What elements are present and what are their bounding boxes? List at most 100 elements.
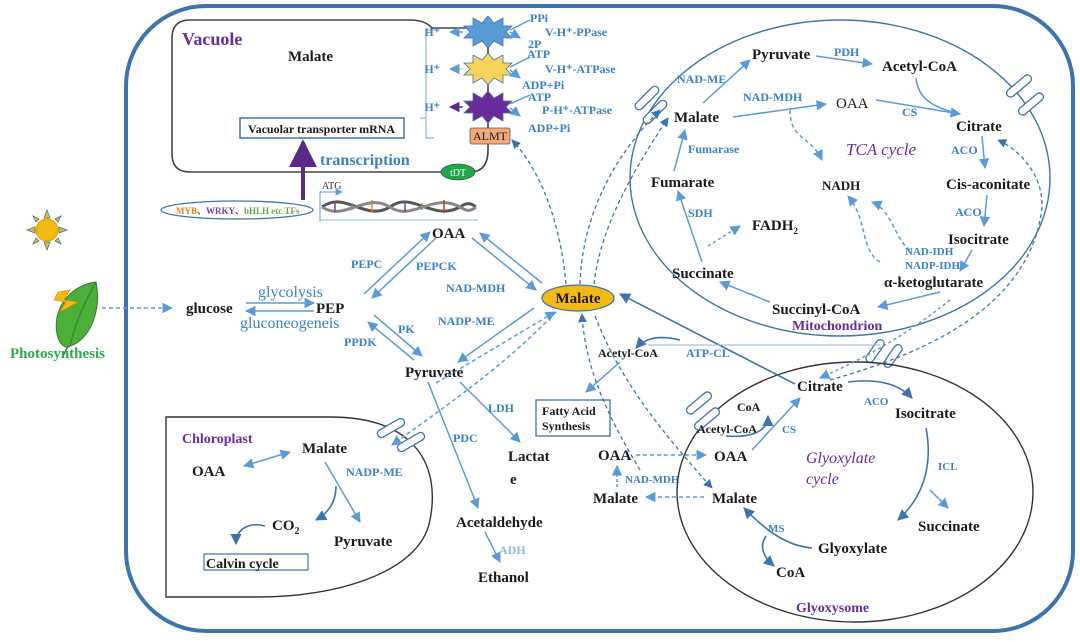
pump-p-atpase xyxy=(463,90,513,124)
nadp-me-label: NADP-ME xyxy=(438,314,495,328)
glyoxylate: Glyoxylate xyxy=(818,541,887,557)
pepck-label: PEPCK xyxy=(416,259,457,273)
calvin-cycle-box xyxy=(203,553,309,571)
nad-mdh-label: NAD-MDH xyxy=(446,281,506,295)
nad-idh-label: NAD-IDH xyxy=(905,246,954,258)
pdh-label: PDH xyxy=(834,45,860,59)
chloroplast-nadp-me: NADP-ME xyxy=(346,465,403,479)
chloroplast-pyruvate: Pyruvate xyxy=(334,534,393,550)
glyoxysome-transporter-icon xyxy=(685,391,721,431)
pump-v-ppase xyxy=(463,15,513,49)
photosynthesis-label: Photosynthesis xyxy=(10,346,105,362)
alpha-ketoglutarate: α-ketoglutarate xyxy=(884,275,984,291)
cytosol-oaa: OAA xyxy=(432,226,466,242)
lightning-icon xyxy=(53,289,79,313)
chloroplast-transporter-icon xyxy=(376,417,426,453)
glyoxy-acetyl-coa: Acetyl-CoA xyxy=(697,422,757,436)
glyoxysome-title: Glyoxysome xyxy=(796,601,869,616)
pdc-label: PDC xyxy=(453,431,478,445)
fumarate: Fumarate xyxy=(651,175,715,191)
pump3-product: ADP+Pi xyxy=(528,121,571,135)
pump2-product: ADP+Pi xyxy=(522,78,565,92)
pepc-label: PEPC xyxy=(351,257,382,271)
fadh2: FADH2 xyxy=(752,218,798,236)
glyoxy-cs-label: CS xyxy=(782,424,796,436)
cytosol-malate-2: Malate xyxy=(593,491,638,507)
nadh: NADH xyxy=(822,178,860,193)
glyoxy-oaa: OAA xyxy=(714,449,748,465)
mito-nad-mdh-label: NAD-MDH xyxy=(743,90,803,104)
tf-bhlh: bHLH etc TFs xyxy=(244,206,300,216)
fatty-acid-line1: Fatty Acid xyxy=(542,404,596,418)
acetaldehyde: Acetaldehyde xyxy=(456,515,543,531)
pump2-name: V-H⁺-ATPase xyxy=(545,62,616,76)
central-malate-label: Malate xyxy=(556,291,601,307)
nad-me-label: NAD-ME xyxy=(677,72,726,86)
glyoxy-isocitrate: Isocitrate xyxy=(895,406,956,422)
pep: PEP xyxy=(316,301,344,317)
tf-wrky: WRKY xyxy=(206,206,236,216)
adh-label: ADH xyxy=(499,543,526,557)
calvin-cycle-label: Calvin cycle xyxy=(206,557,279,572)
chloroplast-malate: Malate xyxy=(302,441,347,457)
tdt-label: tDT xyxy=(450,168,466,179)
tf-myb: MYB xyxy=(176,206,197,216)
ethanol: Ethanol xyxy=(478,570,529,586)
glyoxylate-cycle-line2: cycle xyxy=(806,471,839,488)
central-malate[interactable] xyxy=(541,284,615,312)
isocitrate: Isocitrate xyxy=(948,232,1009,248)
cytosol-pyruvate: Pyruvate xyxy=(405,365,464,381)
mito-malate: Malate xyxy=(674,110,719,126)
svg-text:MYB、WRKY、bHLH etc TFs: MYB、WRKY、bHLH etc TFs xyxy=(176,206,300,216)
mito-oaa: OAA xyxy=(836,96,869,112)
leaf-icon xyxy=(53,281,99,359)
succinyl-coa: Succinyl-CoA xyxy=(772,302,861,318)
glyoxy-aco-label: ACO xyxy=(864,396,889,408)
vacuole-malate: Malate xyxy=(288,49,333,65)
pump-bracket xyxy=(420,29,434,139)
mitochondrion-title: Mitochondrion xyxy=(792,319,882,334)
glyoxylate-cycle-line1: Glyoxylate xyxy=(806,450,875,467)
nad-mdh-2-label: NAD-MDH xyxy=(625,474,680,486)
almt-transporter xyxy=(469,127,511,145)
pump1-name: V-H⁺-PPase xyxy=(545,25,608,39)
glucose: glucose xyxy=(186,301,233,317)
tdt-transporter xyxy=(440,163,476,181)
cell-membrane xyxy=(124,4,1075,633)
fumarase-label: Fumarase xyxy=(688,142,740,156)
aco2-label: ACO xyxy=(955,205,982,219)
chloroplast-title: Chloroplast xyxy=(182,432,253,447)
glyoxy-coa-2: CoA xyxy=(737,400,761,414)
glyoxy-coa: CoA xyxy=(776,565,805,581)
icl-label: ICL xyxy=(938,461,958,473)
sdh-label: SDH xyxy=(688,206,713,220)
chloroplast-oaa: OAA xyxy=(192,464,226,480)
mito-acetyl-coa: Acetyl-CoA xyxy=(882,59,957,75)
pump3-name: P-H⁺-ATPase xyxy=(542,103,613,117)
mito-citrate: Citrate xyxy=(956,119,1002,135)
nadp-idh-label: NADP-IDH xyxy=(905,260,960,272)
tf-ellipse xyxy=(160,200,314,220)
mito-transporter-right-icon xyxy=(1005,74,1045,116)
almt-label: ALMT xyxy=(473,129,508,143)
gluconeogenesis-label: gluconeogeneis xyxy=(240,315,340,332)
mrna-box xyxy=(239,117,405,139)
chloroplast-co2: CO2 xyxy=(272,518,300,537)
sun-icon xyxy=(25,208,69,252)
mitochondrion-membrane xyxy=(629,19,1051,337)
glyoxy-malate: Malate xyxy=(712,491,757,507)
pump2-substrate: ATP xyxy=(527,47,550,61)
vacuole-title: Vacuole xyxy=(182,29,242,49)
atg-label: ATG xyxy=(322,181,341,192)
glycolysis-label: glycolysis xyxy=(258,284,323,301)
glyoxy-succinate: Succinate xyxy=(918,519,980,535)
lactate-line1: Lactat xyxy=(508,449,550,465)
glyoxy-citrate: Citrate xyxy=(797,379,843,395)
ppdk-label: PPDK xyxy=(344,335,377,349)
atg-start-arrow xyxy=(319,188,343,222)
mito-pyruvate: Pyruvate xyxy=(752,47,811,63)
pump3-substrate: ATP xyxy=(528,90,551,104)
lactate-line2: e xyxy=(510,472,517,488)
atp-cl-label: ATP-CL xyxy=(686,346,730,360)
